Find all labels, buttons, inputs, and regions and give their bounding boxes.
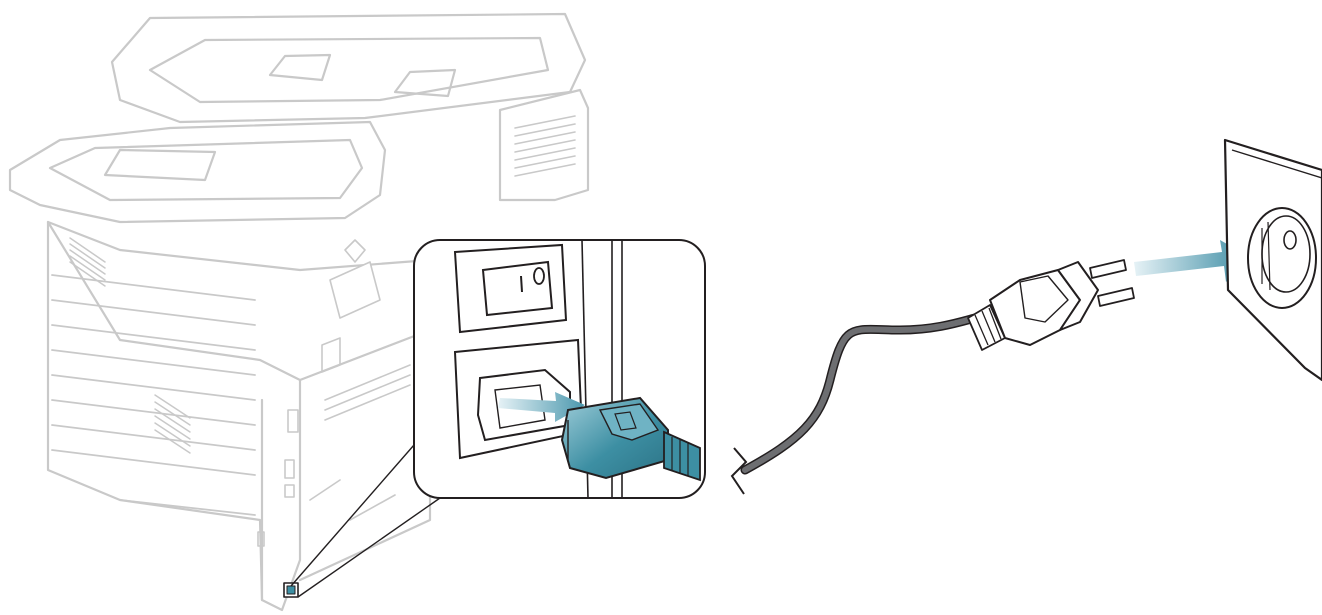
printer-body-left (46, 220, 302, 612)
printer-output-tray (8, 120, 387, 224)
wall-plug (967, 259, 1135, 351)
printer-output-stopper (103, 148, 217, 182)
printer-output-inner (48, 138, 364, 202)
insert-arrow-outlet (1134, 240, 1248, 282)
iec-connector (560, 396, 701, 482)
printer-side-vent-lower (154, 394, 191, 454)
printer-control-block (498, 88, 590, 202)
printer-adf-guide (268, 53, 457, 98)
printer-side-panels (51, 274, 256, 516)
printer-side-vent-upper (69, 237, 106, 287)
printer-body-right (260, 328, 432, 602)
printer-adf-inner (148, 36, 550, 104)
printer-rear-features (257, 239, 411, 547)
zoom-leader-lines (290, 444, 441, 598)
power-cord (740, 313, 980, 475)
zoom-inset (413, 239, 706, 499)
wall-outlet (1223, 138, 1322, 382)
printer-vent-top (514, 115, 576, 177)
cord-break-mark (730, 447, 748, 495)
insert-arrow-receptacle (498, 392, 585, 422)
